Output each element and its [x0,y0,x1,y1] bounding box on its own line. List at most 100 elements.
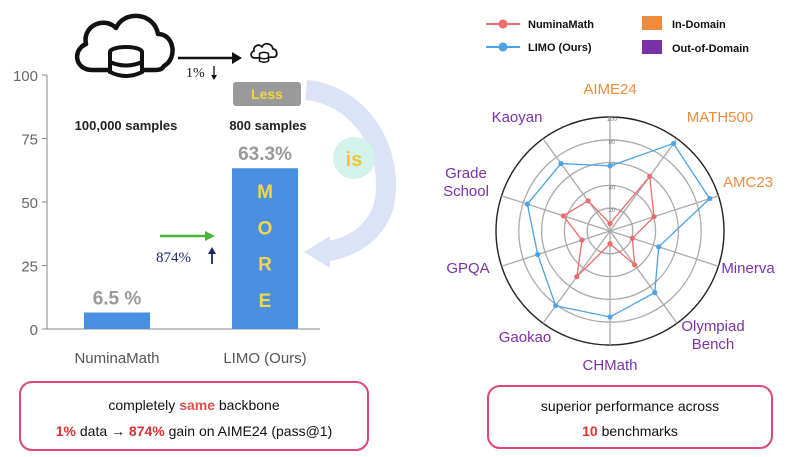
bar-group: 6.5 %63.3% [84,144,298,329]
curved-arrow-head-icon [304,236,330,268]
bar-2 [232,168,298,329]
more-letter: M [257,182,273,203]
green-arrow-icon [160,231,215,241]
is-badge [333,137,375,179]
bar-value-label: 63.3% [238,144,292,165]
radar-spoke [609,230,678,324]
reduction-arrow-icon [178,52,242,64]
radar-point [535,251,541,258]
radar-point [652,290,658,296]
legend: NuminaMath LIMO (Ours) In-Domain Out-of-… [486,16,749,55]
more-letter: O [258,218,273,239]
radar-point [631,262,638,268]
radar-axis-label: CHMath [582,357,637,374]
radar-axis-label: Minerva [721,260,775,277]
y-tick-label: 25 [21,259,38,276]
radar-axis-label: AMC23 [723,174,773,191]
bar-1 [84,312,150,329]
radar-point [574,274,580,280]
radar-point [560,213,566,219]
caption-1pct: 1% [56,423,77,439]
radar-tick-label: 100 [607,117,618,123]
y-tick-label: 50 [21,195,38,212]
curved-arrow-icon [304,80,396,262]
radar-point [607,163,613,169]
radar-point [707,195,713,202]
legend-in-domain-label: In-Domain [672,19,726,31]
radar-spoke [609,195,719,232]
samples-small-label: 800 samples [229,118,306,133]
bar-chart-panel: 0 25 50 75 100 1% 100,000 samples 800 sample… [13,13,396,451]
more-letter: R [258,255,272,276]
radar-plot: 20406080100AIME24MATH500AMC23MinervaOlym… [443,81,775,374]
radar-point [524,201,530,207]
left-caption-line2: 1% data → 874% gain on AIME24 (pass@1) [56,423,333,439]
right-caption-line1: superior performance across [541,398,719,414]
caption-874: 874% [129,423,165,439]
radar-spoke [609,230,719,267]
large-cloud-database-icon [75,13,175,78]
radar-axis-label: AIME24 [583,81,636,98]
less-badge [233,82,301,106]
x-tick-group: NuminaMath LIMO (Ours) [74,350,306,367]
radar-axis-label: Kaoyan [492,109,543,126]
legend-limo-label: LIMO (Ours) [528,42,592,54]
one-percent-label: 1% [186,66,205,81]
radar-spoke [501,195,611,232]
radar-point [651,214,657,220]
less-label: Less [251,86,283,102]
samples-big-label: 100,000 samples [75,118,178,133]
radar-point [585,198,591,204]
legend-limo-marker [498,42,508,52]
radar-axis-label: Gaokao [499,329,552,346]
radar-chart-panel: NuminaMath LIMO (Ours) In-Domain Out-of-… [443,16,775,449]
radar-axis-label: MATH500 [687,109,753,126]
legend-numina-marker [498,19,508,29]
radar-point [607,314,613,320]
down-arrow-icon [211,66,217,80]
radar-point [553,303,559,309]
radar-spoke [609,138,678,232]
caption-post: backbone [215,397,280,413]
more-letter: E [259,291,272,312]
radar-point [558,160,564,167]
y-tick-label: 75 [21,132,38,149]
radar-point [647,173,653,180]
right-caption-line2: 10 benchmarks [582,423,678,439]
caption-data: data → [76,423,129,439]
radar-point [579,237,585,243]
radar-tick-label: 40 [609,185,616,191]
right-caption-box [487,385,773,449]
radar-spoke [501,230,611,267]
caption-benchmarks: benchmarks [598,423,678,439]
legend-numina-label: NuminaMath [528,19,594,31]
y-tick-label: 100 [13,68,38,85]
caption-gain: gain on AIME24 (pass@1) [165,423,333,439]
left-caption-line1: completely same backbone [108,397,279,413]
gain-label: 874% [156,250,191,266]
is-label: is [346,149,363,171]
radar-series-line [526,142,711,318]
radar-tick-label: 80 [609,140,616,146]
y-tick-label: 0 [30,322,38,339]
legend-out-domain-label: Out-of-Domain [672,43,749,55]
legend-in-domain-swatch [642,16,662,30]
radar-point [670,140,677,147]
x-tick-label: NuminaMath [74,350,159,367]
radar-spoke [542,138,611,232]
small-cloud-database-icon [250,42,278,63]
radar-axis-label: GPQA [446,260,489,277]
legend-out-domain-swatch [642,40,662,54]
radar-point [607,220,613,227]
caption-ten: 10 [582,423,598,439]
x-tick-label: LIMO (Ours) [223,350,306,367]
radar-point [656,244,662,250]
left-caption-box [19,381,369,451]
radar-point [607,241,613,247]
up-arrow-icon [208,247,216,264]
caption-pre: completely [108,397,179,413]
